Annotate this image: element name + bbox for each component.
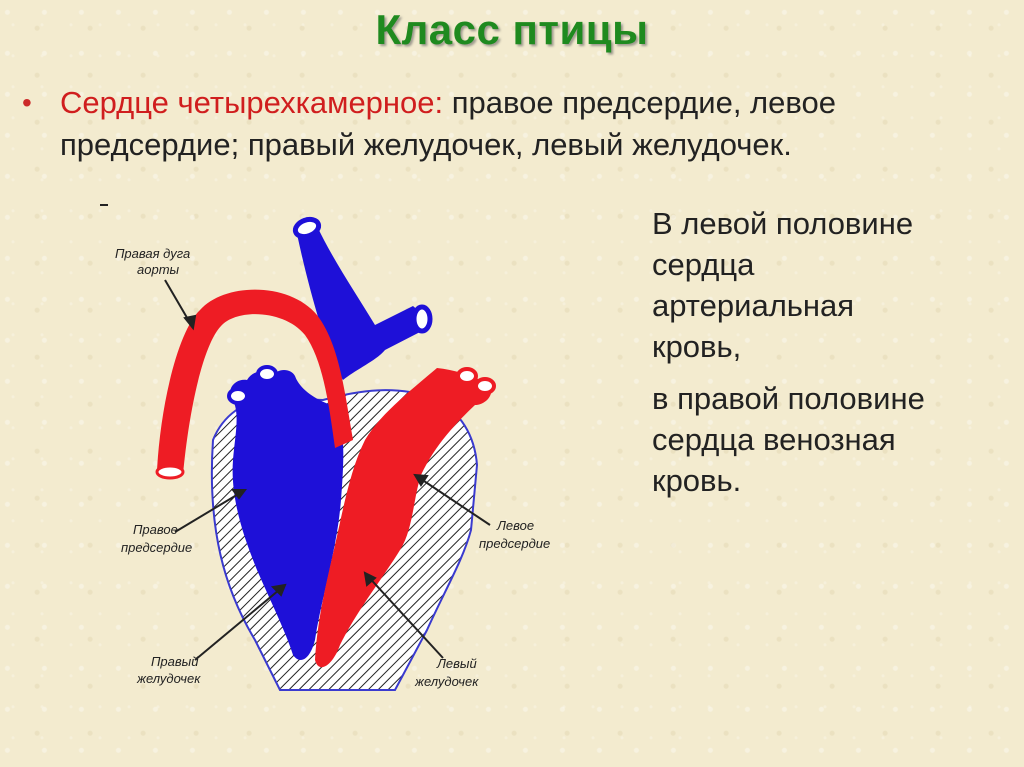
para1-line-1: В левой половине bbox=[652, 206, 914, 241]
para2-line-1: в правой половине bbox=[652, 381, 925, 416]
vena-cava-opening-top bbox=[292, 216, 322, 240]
para2-line-2: сердца венозная bbox=[652, 422, 896, 457]
right-description: В левой половине сердца артериальная кро… bbox=[652, 203, 992, 512]
right-aortic-arch bbox=[157, 289, 353, 475]
label-right-atrium-2: предсердие bbox=[121, 540, 192, 555]
label-left-ventricle-2: желудочек bbox=[414, 674, 479, 689]
right-atrium-opening-1 bbox=[227, 387, 249, 405]
right-atrium-opening-2 bbox=[256, 365, 278, 383]
left-atrium-opening-2 bbox=[474, 377, 496, 395]
bullet-line2: предсердие; правый желудочек, левый желу… bbox=[60, 127, 792, 162]
left-atrium-opening-1 bbox=[456, 367, 478, 385]
stray-dash bbox=[100, 204, 108, 206]
bullet-text: Сердце четырехкамерное: правое предсерди… bbox=[60, 82, 980, 166]
para1-line-2: сердца bbox=[652, 247, 755, 282]
label-right-ventricle-1: Правый bbox=[151, 654, 198, 669]
vena-cava-vessel bbox=[297, 226, 424, 380]
label-right-atrium-1: Правое bbox=[133, 522, 178, 537]
para1-line-4: кровь, bbox=[652, 329, 742, 364]
slide-title: Класс птицы bbox=[375, 6, 649, 53]
venous-paragraph: в правой половине сердца венозная кровь. bbox=[652, 378, 992, 501]
aorta-opening bbox=[155, 464, 185, 480]
label-right-arch-2: аорты bbox=[137, 262, 180, 277]
label-arrows bbox=[164, 279, 491, 661]
bullet-highlight: Сердце четырехкамерное: bbox=[60, 85, 444, 120]
arterial-paragraph: В левой половине сердца артериальная кро… bbox=[652, 203, 992, 367]
label-left-atrium-1: Левое bbox=[496, 518, 534, 533]
label-right-ventricle-2: желудочек bbox=[136, 671, 201, 686]
para1-line-3: артериальная bbox=[652, 288, 855, 323]
label-left-atrium-2: предсердие bbox=[479, 536, 550, 551]
right-chambers-blue bbox=[230, 370, 344, 660]
bullet-line1-rest: правое предсердие, левое bbox=[443, 85, 836, 120]
left-chambers-red bbox=[315, 368, 492, 668]
label-right-arch-1: Правая дуга bbox=[115, 246, 190, 261]
bird-heart-diagram: Правая дуга аорты Правое предсердие Прав… bbox=[115, 216, 550, 691]
label-left-ventricle-1: Левый bbox=[436, 656, 477, 671]
bullet-marker: • bbox=[22, 87, 32, 118]
vena-cava-opening-side bbox=[411, 304, 433, 334]
para2-line-3: кровь. bbox=[652, 463, 742, 498]
